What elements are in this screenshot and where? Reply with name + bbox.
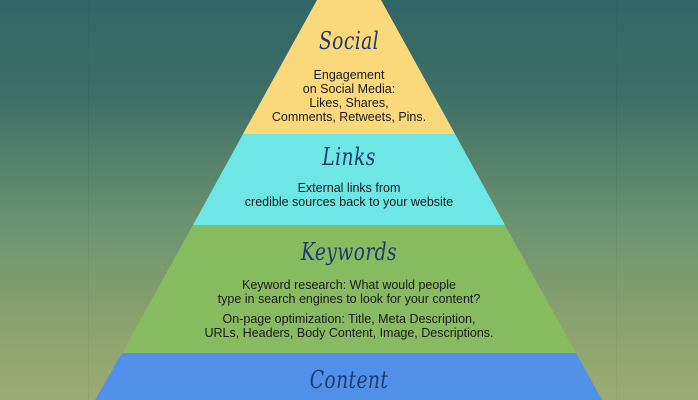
layer-desc: Likes, Shares, [309, 96, 389, 110]
layer-social: Social Engagement on Social Media: Likes… [0, 27, 698, 124]
layer-content: Content [0, 366, 698, 394]
layer-desc: External links from [297, 181, 401, 195]
layer-keywords: Keywords Keyword research: What would pe… [0, 238, 698, 340]
layer-content-shape [95, 353, 602, 400]
layer-links: Links External links from credible sourc… [0, 143, 698, 209]
layer-desc: type in search engines to look for your … [217, 292, 481, 306]
layer-desc: on Social Media: [302, 82, 396, 96]
layer-title: Content [309, 366, 389, 394]
layer-desc: credible sources back to your website [244, 195, 454, 209]
layer-links-shape [193, 134, 505, 225]
layer-desc: Engagement [313, 68, 385, 82]
layer-social-shape [243, 0, 455, 134]
layer-keywords-shape [122, 225, 576, 353]
layer-title: Links [322, 143, 376, 171]
guide-line-right [616, 0, 617, 400]
layer-title: Social [318, 27, 380, 55]
layer-desc: Comments, Retweets, Pins. [271, 110, 427, 124]
layer-title: Keywords [300, 238, 398, 266]
layer-desc: On-page optimization: Title, Meta Descri… [222, 312, 476, 326]
layer-desc: URLs, Headers, Body Content, Image, Desc… [204, 326, 494, 340]
layer-desc: Keyword research: What would people [241, 278, 456, 292]
guide-line-left [88, 0, 89, 400]
